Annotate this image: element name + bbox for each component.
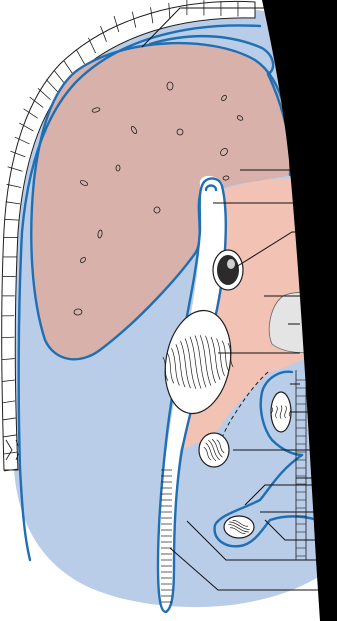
dark-vessel — [213, 250, 243, 290]
vessel-section-icon — [271, 392, 291, 432]
vessel-section-icon — [224, 516, 254, 538]
vessel-section-icon — [199, 433, 229, 467]
